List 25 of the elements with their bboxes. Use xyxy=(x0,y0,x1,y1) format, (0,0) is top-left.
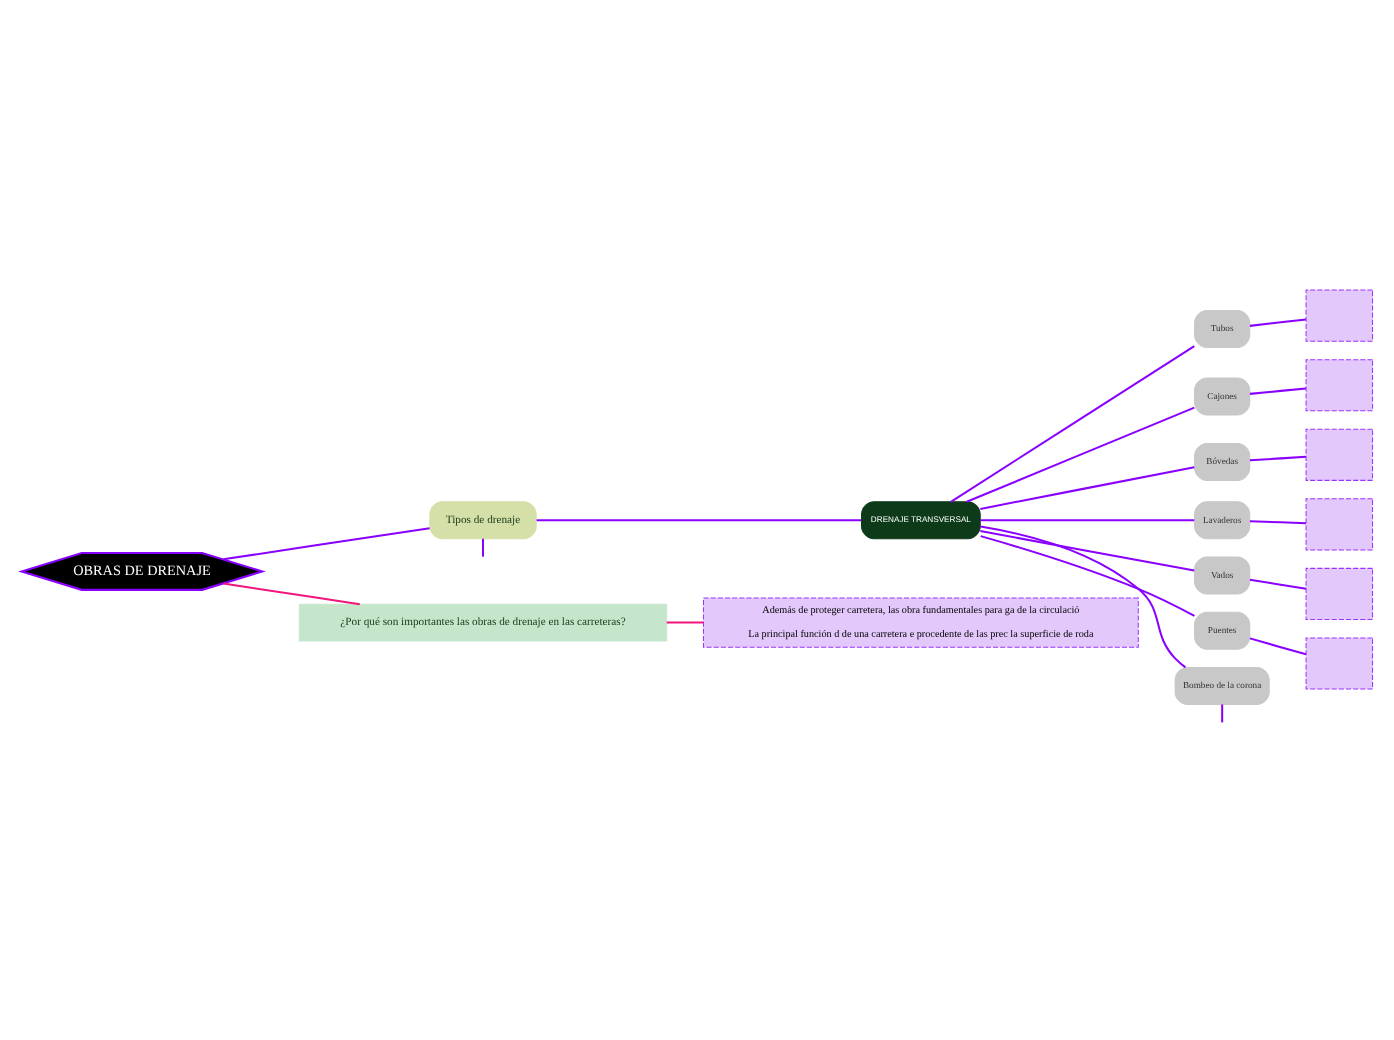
connector xyxy=(223,581,360,605)
connector xyxy=(966,405,1195,502)
connector xyxy=(1249,386,1307,394)
connector xyxy=(1249,577,1307,589)
connector xyxy=(1221,703,1224,722)
connector xyxy=(980,529,1195,571)
node-box xyxy=(1305,427,1374,480)
connector xyxy=(980,518,1195,521)
connector xyxy=(980,524,1187,668)
connector xyxy=(1249,519,1307,524)
connector xyxy=(536,518,862,521)
node-box xyxy=(1305,288,1374,341)
node-box xyxy=(1305,566,1374,620)
node-box xyxy=(1305,497,1374,550)
node-box xyxy=(1305,636,1374,689)
connector xyxy=(980,534,1195,616)
connector xyxy=(950,344,1195,502)
connector xyxy=(223,526,430,560)
connector xyxy=(1249,317,1307,326)
connector xyxy=(980,465,1195,509)
connector xyxy=(1249,636,1307,655)
connector xyxy=(481,537,485,556)
connector xyxy=(666,620,704,623)
node-box xyxy=(1305,358,1374,411)
connector xyxy=(1249,454,1307,461)
